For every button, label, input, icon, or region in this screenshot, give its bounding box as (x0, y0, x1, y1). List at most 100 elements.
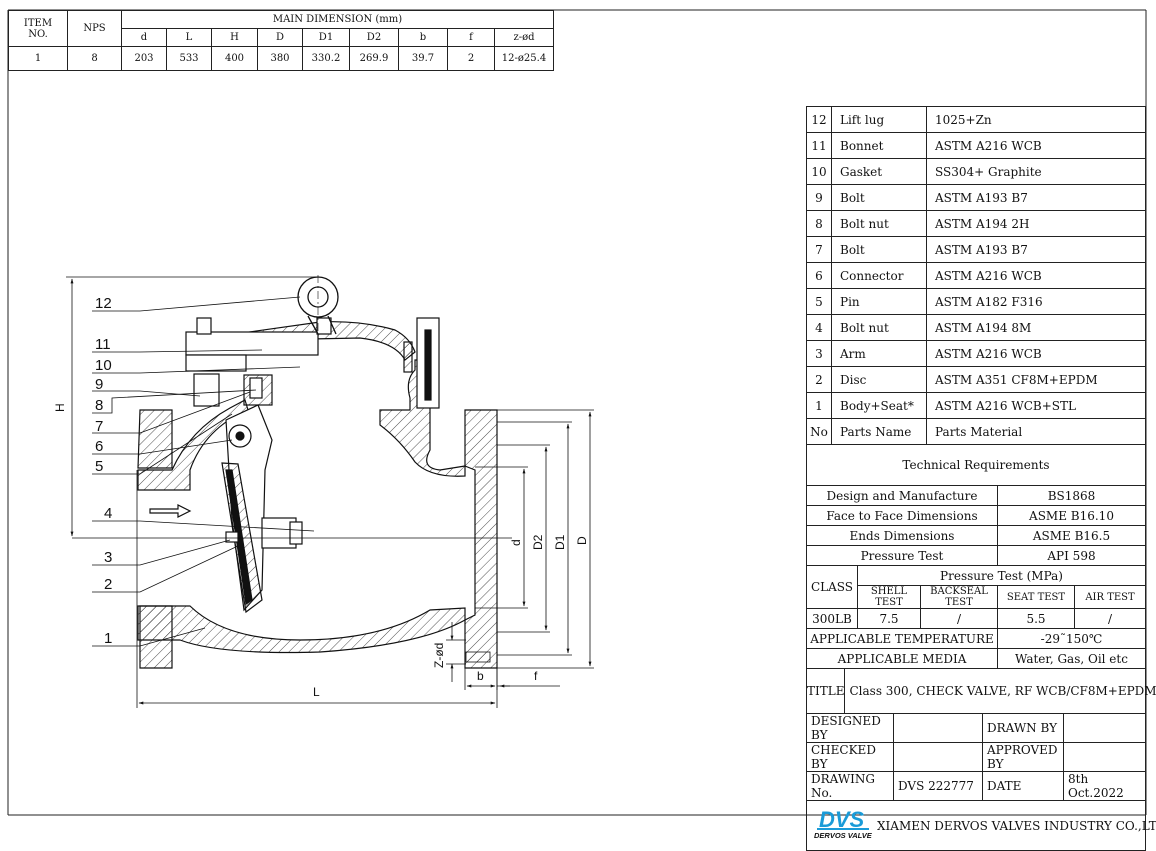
logo-subtext: DERVOS VALVE (814, 831, 873, 840)
signature-row: DESIGNED BY DRAWN BY (806, 714, 1146, 743)
date-label: DATE (982, 771, 1064, 801)
dim-label-D1: D1 (553, 534, 567, 550)
part-no: 2 (806, 366, 832, 393)
part-no: 11 (806, 132, 832, 159)
part-material: 1025+Zn (926, 106, 1146, 133)
part-name: Arm (831, 340, 927, 367)
part-no: 6 (806, 262, 832, 289)
leader-label: 2 (104, 576, 112, 593)
drawn-by-label: DRAWN BY (982, 714, 1064, 743)
part-no: 5 (806, 288, 832, 315)
part-name: Bolt nut (831, 314, 927, 341)
class-label: CLASS (806, 565, 858, 609)
leader-labels: 12 11 10 9 8 7 6 5 4 3 2 1 (95, 295, 112, 647)
date-value: 8th Oct.2022 (1063, 771, 1146, 801)
test-value: 7.5 (857, 608, 921, 629)
signature-row: CHECKED BY APPROVED BY (806, 742, 1146, 772)
spec-value: API 598 (997, 545, 1146, 566)
test-value: 5.5 (997, 608, 1075, 629)
dim-label-L: L (313, 685, 320, 699)
part-name: Bonnet (831, 132, 927, 159)
part-material: ASTM A216 WCB (926, 132, 1146, 159)
part-name: Body+Seat* (831, 392, 927, 419)
dim-label-D2: D2 (531, 534, 545, 550)
dim-label-f: f (534, 669, 538, 683)
part-material: SS304+ Graphite (926, 158, 1146, 185)
spec-label: Ends Dimensions (806, 525, 998, 546)
part-no: 12 (806, 106, 832, 133)
part-name: Bolt (831, 184, 927, 211)
checked-by-value (893, 742, 983, 772)
part-material: ASTM A194 2H (926, 210, 1146, 237)
company-row: DVS DERVOS VALVE XIAMEN DERVOS VALVES IN… (806, 801, 1156, 851)
drawn-by-value (1063, 714, 1146, 743)
leader-lines (92, 296, 315, 647)
spec-value: ASME B16.5 (997, 525, 1146, 546)
leader-label: 11 (95, 336, 111, 353)
table-cell: 2 (447, 46, 495, 71)
checked-by-label: CHECKED BY (806, 742, 894, 772)
title-row: TITLE Class 300, CHECK VALVE, RF WCB/CF8… (806, 669, 1156, 714)
valve-section-drawing: H L d D2 D1 D (53, 275, 594, 708)
test-col: AIR TEST (1074, 585, 1146, 609)
company-logo: DVS DERVOS VALVE (807, 807, 875, 844)
part-name: Bolt (831, 236, 927, 263)
dimension-L (136, 470, 498, 708)
leader-label: 6 (95, 438, 103, 455)
approved-by-value (1063, 742, 1146, 772)
table-cell: 380 (257, 46, 303, 71)
table-cell: 330.2 (302, 46, 350, 71)
part-name: Gasket (831, 158, 927, 185)
leader-label: 10 (95, 357, 112, 374)
valve-disc (221, 462, 303, 614)
class-value: 300LB (806, 608, 858, 629)
technical-requirements-heading: Technical Requirements (806, 445, 1146, 486)
drawing-title: Class 300, CHECK VALVE, RF WCB/CF8M+EPDM (849, 684, 1156, 698)
table-cell: 269.9 (349, 46, 399, 71)
dimension-table: ITEM NO. NPS MAIN DIMENSION (mm) d L H D… (8, 10, 554, 71)
pressure-test-header: Pressure Test (MPa) (857, 565, 1146, 586)
dvs-logo-icon: DVS DERVOS VALVE (814, 807, 873, 840)
dim-label-d: d (509, 539, 523, 546)
spec-value: ASME B16.10 (997, 505, 1146, 526)
part-no: 7 (806, 236, 832, 263)
media-row: APPLICABLE MEDIA Water, Gas, Oil etc (806, 648, 1146, 669)
temperature-row: APPLICABLE TEMPERATURE -29˜150℃ (806, 628, 1146, 649)
flow-direction-arrow (149, 504, 192, 518)
part-material: ASTM A216 WCB (926, 262, 1146, 289)
bonnet-assembly (185, 317, 440, 409)
part-material: ASTM A193 B7 (926, 184, 1146, 211)
part-material: ASTM A351 CF8M+EPDM (926, 366, 1146, 393)
spec-label: Pressure Test (806, 545, 998, 566)
part-name: Lift lug (831, 106, 927, 133)
drawing-number-row: DRAWING No. DVS 222777 DATE 8th Oct.2022 (806, 771, 1146, 801)
part-name: Connector (831, 262, 927, 289)
table-cell: 12-ø25.4 (494, 46, 554, 71)
drawing-sheet: ITEM NO. NPS MAIN DIMENSION (mm) d L H D… (7, 9, 1156, 851)
test-col: SHELL TEST (857, 585, 921, 609)
part-no: 3 (806, 340, 832, 367)
test-col: SEAT TEST (997, 585, 1075, 609)
dim-label-H: H (53, 403, 67, 412)
part-name: Disc (831, 366, 927, 393)
table-cell: 533 (166, 46, 212, 71)
leader-label: 4 (104, 505, 112, 522)
temperature-value: -29˜150℃ (997, 628, 1146, 649)
part-no: 1 (806, 392, 832, 419)
spec-label: Design and Manufacture (806, 486, 998, 506)
drawing-no-value: DVS 222777 (893, 771, 983, 801)
test-value: / (920, 608, 998, 629)
